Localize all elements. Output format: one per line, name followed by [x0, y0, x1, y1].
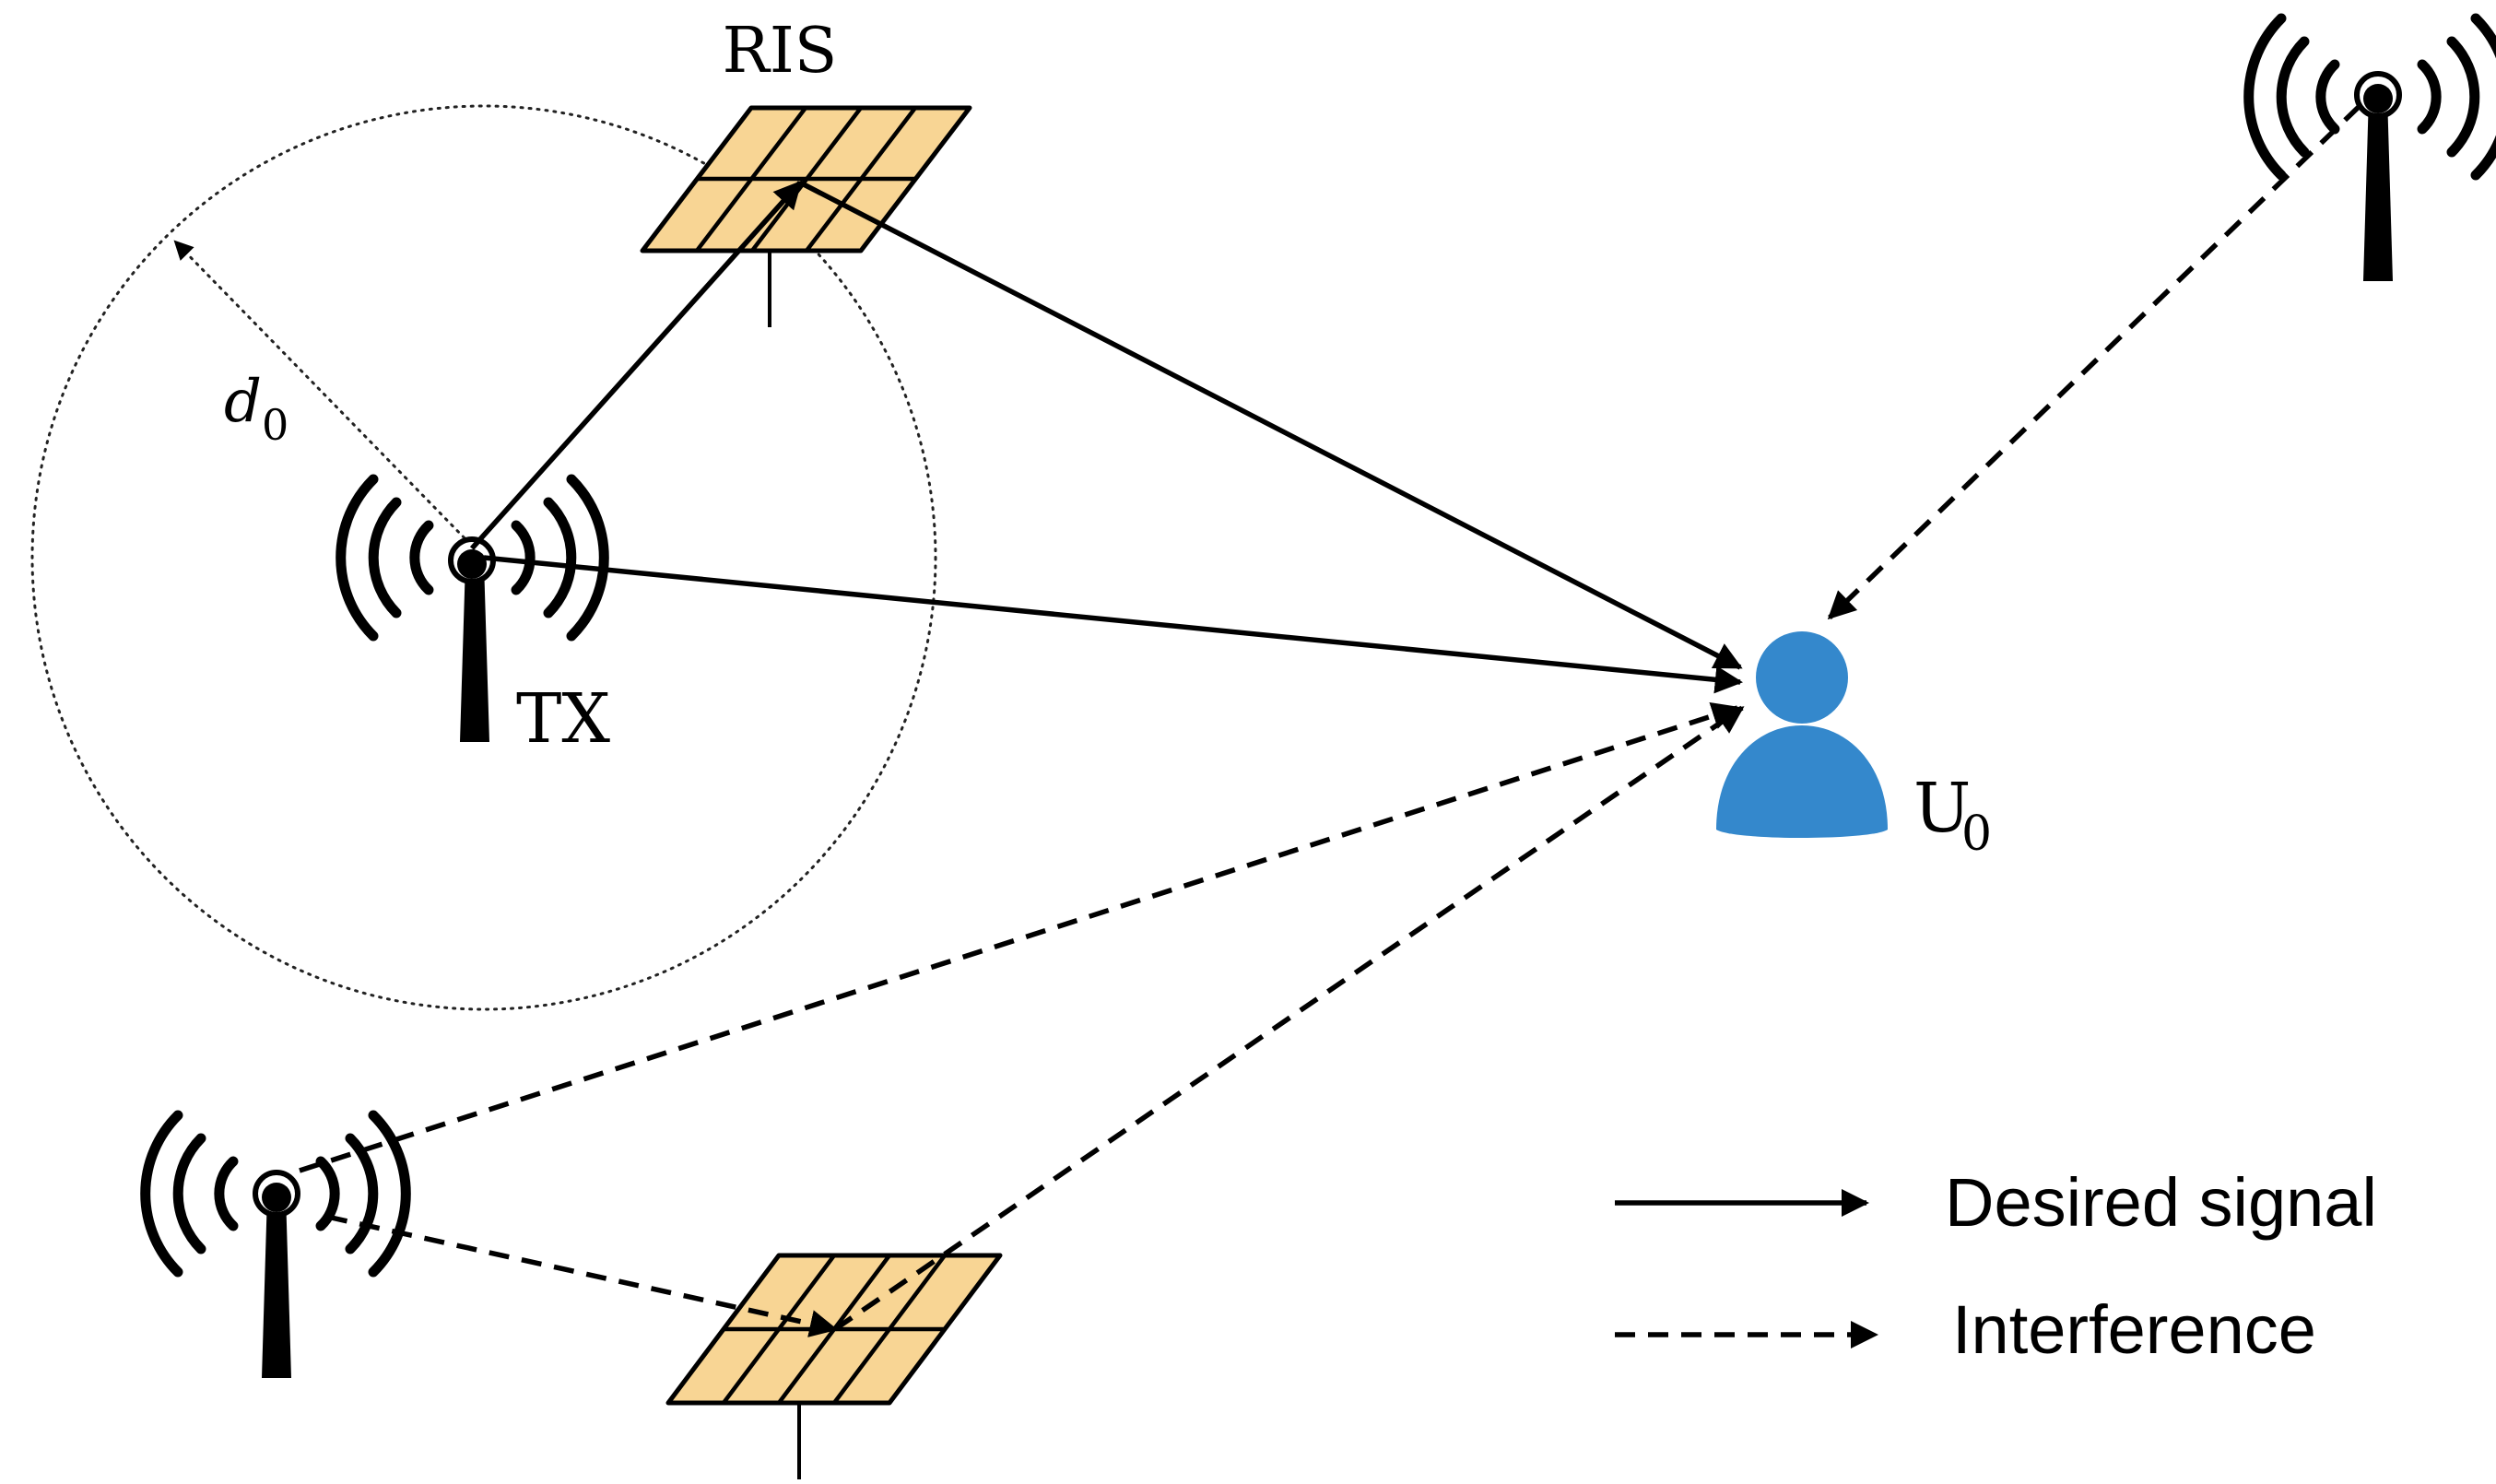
ris-top	[640, 105, 972, 327]
user-label: U 0	[1913, 769, 1992, 862]
ris-bottom	[665, 1253, 1003, 1479]
desired-link-tx-user	[483, 555, 1744, 694]
user-label-main: U	[1913, 769, 1971, 848]
legend-interference-label: Interference	[1952, 1291, 2316, 1368]
legend-desired-label: Desired signal	[1945, 1164, 2377, 1241]
legend: Desired signal Interference	[1615, 1164, 2377, 1368]
coverage-circle	[30, 104, 937, 1011]
ris-label: RIS	[723, 15, 838, 88]
user-icon	[1716, 631, 1888, 838]
tx-label: TX	[516, 679, 610, 759]
user-label-sub: 0	[1961, 807, 1992, 862]
interferer-antenna-bottom-left-icon	[140, 1110, 411, 1378]
radius-label-main: d	[224, 368, 262, 436]
interference-link-antenna-user	[299, 701, 1740, 1173]
interference-link-top-right	[1827, 104, 2361, 620]
radius-label-sub: 0	[262, 400, 288, 450]
tx-antenna-icon	[336, 474, 609, 742]
radius-label: d 0	[224, 368, 288, 450]
desired-link-tx-ris	[469, 180, 803, 550]
radius-arrow	[173, 240, 472, 546]
interferer-antenna-top-right-icon	[2243, 13, 2496, 281]
desired-link-ris-user	[798, 180, 1743, 670]
interference-link-ris-user	[833, 705, 1745, 1332]
interference-link-antenna-ris	[326, 1214, 838, 1337]
